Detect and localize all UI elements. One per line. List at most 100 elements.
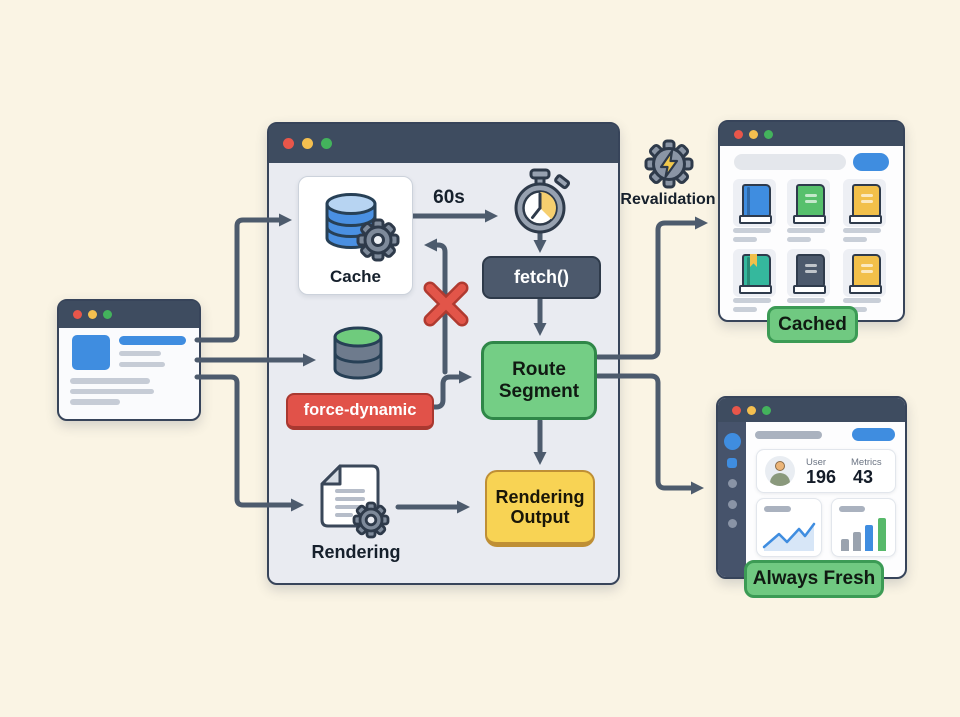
primary-action-pill [853,153,889,171]
force-dynamic-label: force-dynamic [303,401,417,420]
caption-line [733,237,757,242]
stats-card: User 196 Metrics 43 [756,449,896,493]
stat-value: 196 [806,467,837,487]
rendering-label: Rendering [311,542,401,562]
fetch-box: fetch() [482,256,601,299]
text-line [70,378,150,384]
caption-line [733,307,757,312]
gear-icon [352,501,390,539]
book-card [787,179,830,227]
revalidation-label: Revalidation [620,191,716,208]
revalidation-gear-icon [644,139,694,189]
traffic-light-green [764,129,773,139]
source-browser-window [57,299,201,421]
book-card [733,179,776,227]
always-fresh-badge-label: Always Fresh [752,568,876,590]
book-card [733,249,776,297]
line-chart-card [756,498,822,557]
bar [878,518,886,551]
traffic-light-yellow [88,310,97,319]
traffic-light-red [732,405,741,415]
line-chart [762,522,816,551]
database-icon [325,193,377,249]
no-cache-x-icon [423,281,469,327]
yellow-book-icon [849,184,882,224]
traffic-light-green [103,310,112,319]
yellow-book-icon [849,254,882,294]
teal-book-icon [739,254,772,294]
route-segment-label: Route Segment [498,359,580,402]
stat-label: Metrics [851,457,882,468]
text-line [70,399,120,405]
interval-label: 60s [433,187,465,208]
book-card [843,179,886,227]
text-line [119,351,161,356]
bar [853,532,861,551]
search-bar [734,154,846,170]
cache-label: Cache [329,267,382,286]
arrow-source-to-cache [194,213,292,343]
caption-line [787,228,825,233]
nav-item [728,479,737,488]
bar [865,525,873,551]
avatar-head [775,461,785,471]
dynamic-database-icon [333,326,383,380]
cache-card: Cache [298,176,413,295]
arrow-route-to-cached-window [595,216,708,360]
rendering-document-icon [320,464,390,539]
traffic-light-red [283,138,294,149]
page-headline-bar [119,336,186,345]
route-segment-box: Route Segment [481,341,597,420]
card-title-bar [764,506,791,512]
cached-badge: Cached [767,306,858,343]
caption-line [843,228,881,233]
lightning-icon [659,149,679,179]
text-line [70,389,154,394]
traffic-light-yellow [749,129,758,139]
bar [841,539,849,551]
bar-chart-card [831,498,896,557]
logo-circle [724,433,741,450]
nav-item-active [727,458,737,468]
stat-value: 43 [853,467,874,487]
traffic-light-yellow [747,405,756,415]
arrow-no-cache [424,238,448,375]
traffic-light-red [73,310,82,319]
green-book-icon [793,184,826,224]
caption-line [733,298,771,303]
arrow-dynamic-to-route [427,370,472,410]
blue-book-icon [739,184,772,224]
traffic-light-green [321,138,332,149]
avatar [765,456,795,486]
gear-icon [356,218,400,262]
rendering-output-label: Rendering Output [495,486,585,527]
source-window-titlebar [59,301,199,328]
card-title-bar [839,506,865,512]
sidebar [718,422,746,577]
fresh-window-titlebar [718,398,905,422]
dashboard-title-bar [755,431,822,439]
traffic-light-green [762,405,771,415]
cached-browser-window [718,120,905,322]
dashboard-action-pill [852,428,895,441]
traffic-light-red [734,129,743,139]
cached-badge-label: Cached [778,313,847,335]
stat-label: User [806,457,827,468]
text-line [119,362,165,367]
avatar-body [770,473,790,486]
book-card [787,249,830,297]
bar-chart [838,517,889,551]
dark-book-icon [793,254,826,294]
nav-item [728,500,737,509]
caption-line [733,228,771,233]
cached-window-titlebar [720,122,903,146]
nav-item [728,519,737,528]
caption-line [787,298,825,303]
traffic-light-yellow [302,138,313,149]
pipeline-window-titlebar [269,124,618,163]
timer-icon [514,168,571,234]
arrow-source-to-rendering [194,374,304,512]
rendering-output-box: Rendering Output [485,470,595,547]
caption-line [843,298,881,303]
